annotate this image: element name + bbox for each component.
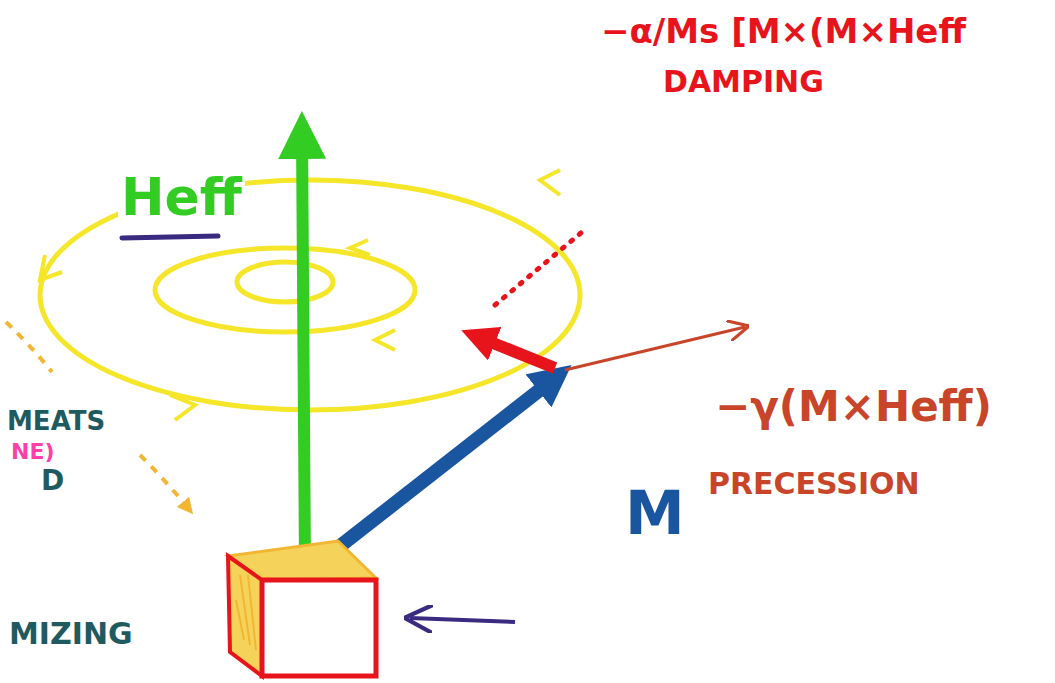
magnet-hatch [236, 575, 256, 650]
damping-arrow [478, 337, 555, 368]
term-label: DAMPING [660, 66, 827, 98]
magnet-side [228, 556, 262, 676]
orbit-arrowhead [375, 330, 395, 350]
pointer-arrow [410, 618, 515, 622]
underline [122, 236, 218, 238]
orbit-arrowhead [540, 170, 560, 195]
magnet-front [262, 580, 376, 676]
field-arrow [302, 135, 305, 565]
dashed-arrow [140, 455, 188, 508]
field-label: Heff [118, 170, 245, 225]
magnetization-arrow [312, 378, 555, 568]
precession-arrow [565, 327, 745, 370]
orbit-arrowhead [170, 395, 195, 420]
term-label: PRECESSION [705, 468, 923, 500]
orbit-arrowhead [40, 255, 62, 280]
leader-line [495, 232, 582, 305]
orbit-arrowhead [350, 240, 370, 255]
precession-orbit [237, 262, 333, 302]
vector-label: M [622, 482, 688, 545]
note-fragment: NE) [8, 440, 58, 463]
precession-orbit [155, 248, 415, 332]
dashed-arrow [6, 322, 52, 372]
note-fragment: MEATS [4, 408, 108, 435]
note-fragment: MIZING [6, 618, 136, 650]
note-fragment: D [38, 466, 67, 495]
damping-formula: −α/Ms [M×(M×Heff [598, 14, 969, 50]
precession-formula: −γ(M×Heff) [712, 385, 995, 429]
